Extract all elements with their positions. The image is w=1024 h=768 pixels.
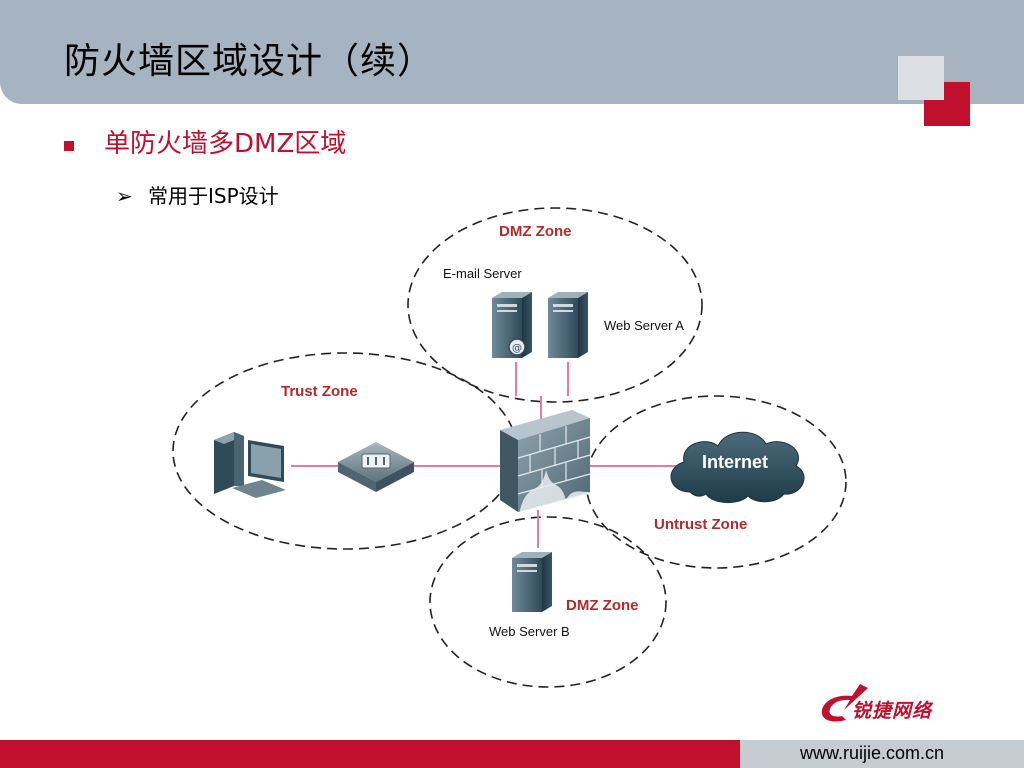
web-server-b-label: Web Server B	[489, 624, 570, 639]
web-server-b-icon	[512, 552, 552, 612]
corner-logo-grey-square	[898, 56, 944, 100]
footer-url: www.ruijie.com.cn	[800, 743, 945, 763]
untrust-zone-label: Untrust Zone	[654, 516, 747, 533]
ruijie-logo-icon	[821, 684, 868, 722]
trust-zone-label: Trust Zone	[281, 383, 358, 400]
dmz-top-zone-boundary	[407, 207, 703, 403]
email-server-icon: @	[492, 292, 532, 358]
footer-grey-bar	[740, 740, 1024, 768]
brand-name: 锐捷网络	[852, 700, 933, 722]
internet-cloud-icon	[670, 431, 805, 503]
email-server-label: E-mail Server	[443, 266, 522, 281]
switch-icon	[338, 442, 414, 492]
firewall-icon	[500, 410, 591, 512]
pc-icon	[214, 432, 286, 498]
link-lines	[291, 362, 678, 548]
bullet-square-icon	[64, 141, 74, 151]
network-zone-diagram: @	[172, 207, 847, 688]
bullet-main-text: 单防火墙多DMZ区域	[104, 129, 347, 159]
dmz-bottom-zone-label: DMZ Zone	[566, 597, 639, 614]
arrow-bullet-icon: ➢	[116, 184, 133, 208]
web-server-a-label: Web Server A	[604, 318, 684, 333]
web-server-a-icon	[548, 292, 588, 358]
bullet-sub-text: 常用于ISP设计	[148, 184, 279, 208]
footer-red-bar	[0, 740, 740, 768]
dmz-bottom-zone-boundary	[429, 516, 667, 688]
svg-text:@: @	[512, 343, 522, 354]
dmz-top-zone-label: DMZ Zone	[499, 223, 572, 240]
slide-title: 防火墙区域设计（续）	[64, 41, 435, 82]
internet-label: Internet	[702, 452, 768, 472]
title-bar	[0, 0, 1024, 104]
